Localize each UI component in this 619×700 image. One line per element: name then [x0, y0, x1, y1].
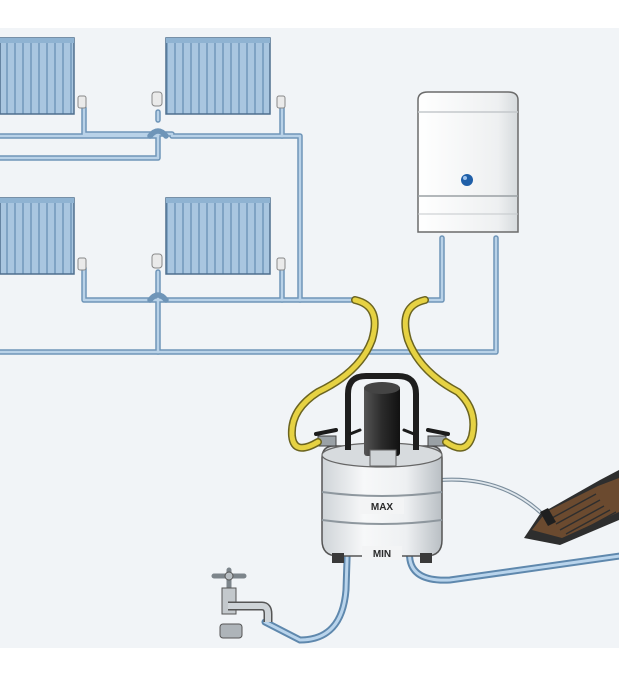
- pump-motor: [364, 386, 400, 456]
- min-label: MIN: [373, 549, 391, 560]
- background-panel: [0, 28, 619, 648]
- pump-valve-center: [348, 428, 416, 436]
- radiator-bottom-left: [0, 197, 87, 275]
- radiator-valve: [151, 91, 163, 107]
- max-label: MAX: [371, 502, 394, 513]
- blue-hoses: [261, 464, 619, 644]
- radiator-top-left: [0, 37, 87, 115]
- pipe-network: [0, 105, 499, 355]
- water-tap: [211, 567, 273, 639]
- radiator-valve: [276, 95, 286, 109]
- radiator-valve: [276, 257, 286, 271]
- radiator-bottom-right: [151, 197, 286, 275]
- flushing-pump: MAX MIN: [314, 373, 450, 563]
- radiator-valve: [77, 95, 87, 109]
- radiator-valve: [151, 253, 163, 269]
- boiler: [417, 91, 519, 233]
- yellow-hoses: [287, 296, 478, 452]
- boiler-indicator-icon: [461, 174, 473, 186]
- radiator-top-right: [151, 37, 286, 115]
- radiator-valve: [77, 257, 87, 271]
- floor-drain: [524, 470, 619, 545]
